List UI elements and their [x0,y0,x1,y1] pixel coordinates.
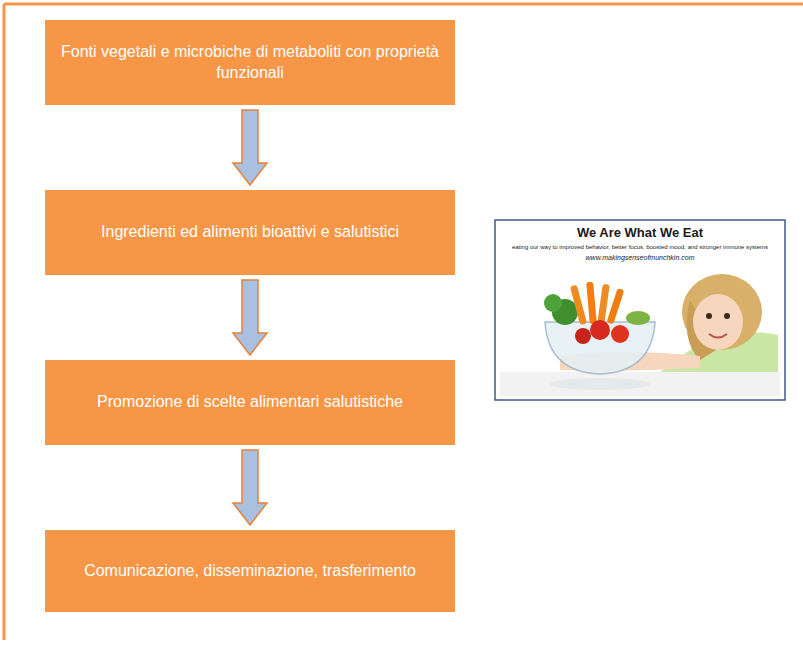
box-label: Comunicazione, disseminazione, trasferim… [84,561,416,582]
girl-eye [706,313,712,319]
frame-line [4,3,803,6]
girl-eye [724,313,730,319]
process-box: Promozione di scelte alimentari salutist… [45,360,455,445]
girl-smile [709,334,727,338]
frame-line [3,4,6,640]
box-label: Promozione di scelte alimentari salutist… [97,392,403,413]
process-box: Fonti vegetali e microbiche di metabolit… [45,20,455,105]
carrot [570,285,587,325]
broccoli [544,294,562,312]
carrot [586,282,597,324]
lettuce [626,311,650,325]
bowl-reflection [550,378,650,390]
girl-face [693,294,743,350]
image-frame [495,220,785,400]
illustration [495,220,785,400]
box-label: Ingredienti ed alimenti bioattivi e salu… [101,222,399,243]
tomato [590,320,610,340]
tomato [575,328,591,344]
process-box: Comunicazione, disseminazione, trasferim… [45,530,455,612]
carrot [607,288,625,324]
box-label: Fonti vegetali e microbiche di metabolit… [59,42,441,84]
process-box: Ingredienti ed alimenti bioattivi e salu… [45,190,455,275]
tomato [611,325,629,343]
block-arrow [233,280,267,355]
block-arrow [233,450,267,525]
block-arrow [233,110,267,185]
image-caption: eating our way to improved behavior, bet… [497,244,783,251]
floor-reflection [500,372,780,396]
image-caption: We Are What We Eat [497,226,783,241]
image-caption: www.makingsenseofmunchkin.com [497,254,783,262]
